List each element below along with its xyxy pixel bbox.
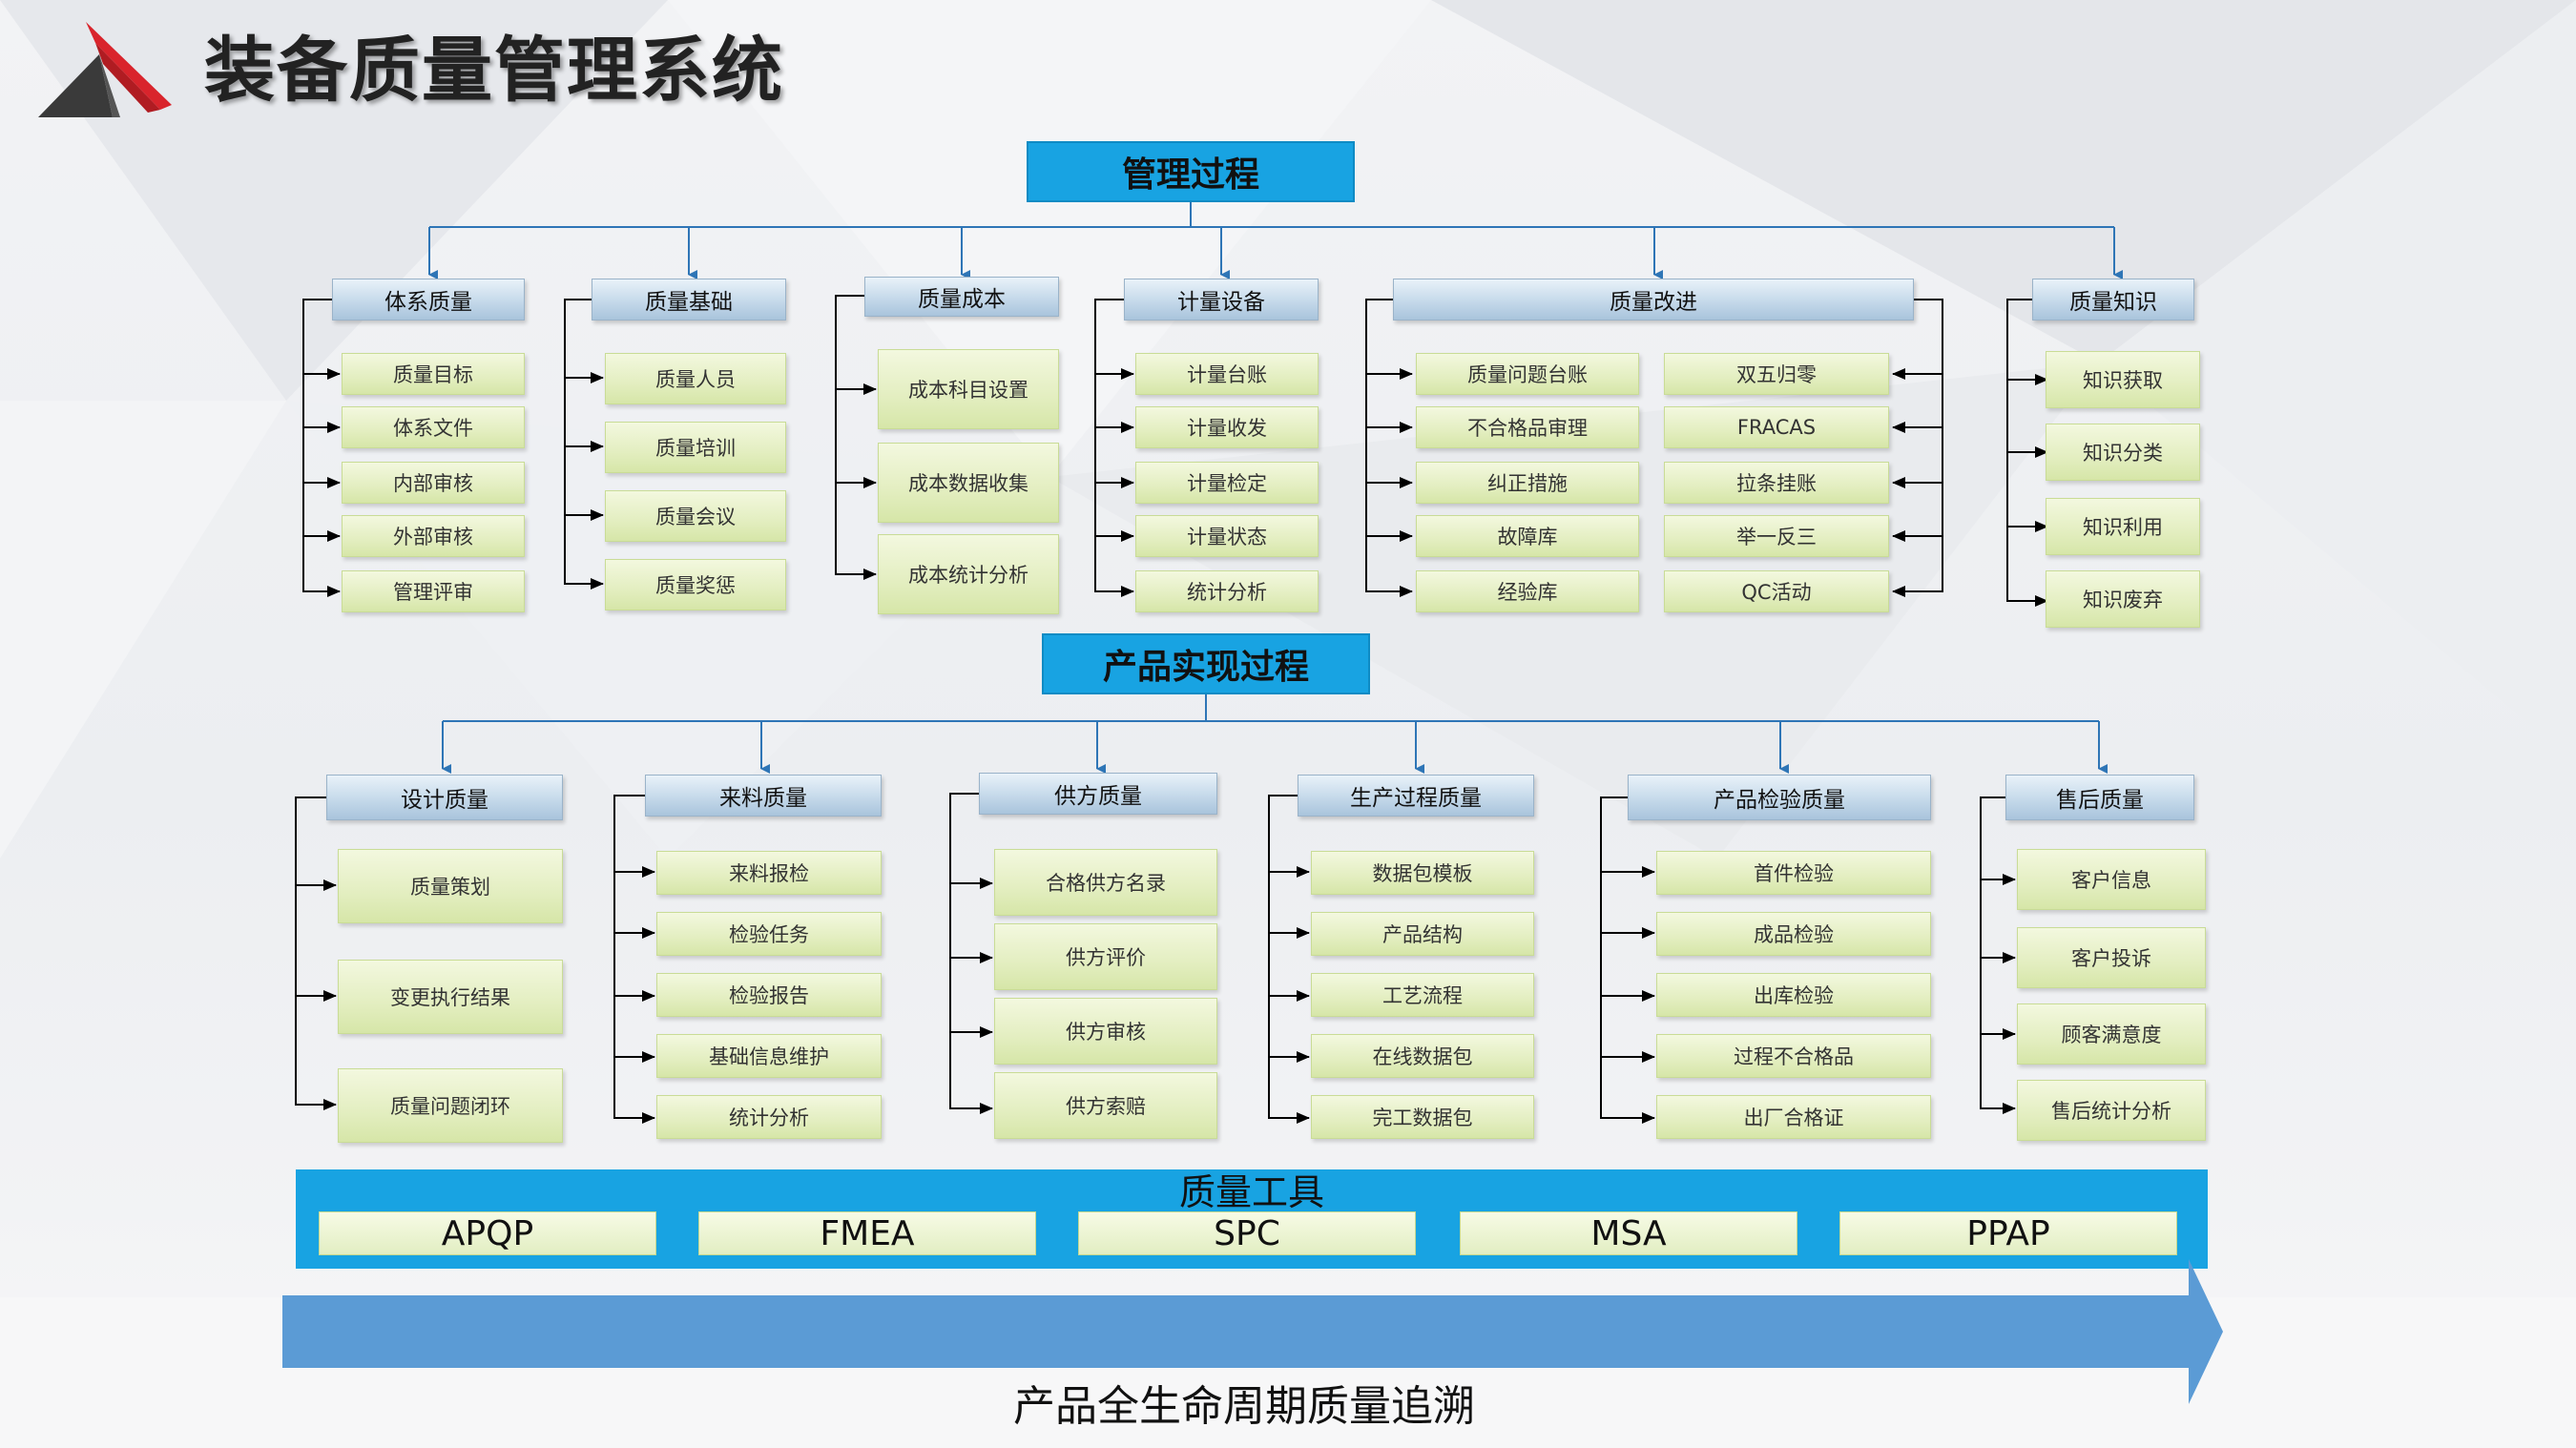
category-quality-knowledge[interactable]: 质量知识 [2032,279,2194,321]
category-production-quality[interactable]: 生产过程质量 [1298,775,1534,817]
category-design-quality[interactable]: 设计质量 [326,775,563,820]
item-internal-audit[interactable]: 内部审核 [342,462,525,504]
lifecycle-trace-arrow [282,1259,2223,1404]
item-supplier-evaluation[interactable]: 供方评价 [994,923,1217,990]
item-completion-data-package[interactable]: 完工数据包 [1311,1095,1534,1139]
item-metrology-statistics[interactable]: 统计分析 [1135,570,1319,612]
item-quality-meeting[interactable]: 质量会议 [605,490,786,542]
item-qualified-supplier-list[interactable]: 合格供方名录 [994,849,1217,916]
item-nonconforming-review[interactable]: 不合格品审理 [1416,406,1639,448]
item-after-sales-statistics[interactable]: 售后统计分析 [2017,1080,2206,1141]
item-knowledge-acquisition[interactable]: 知识获取 [2046,351,2200,408]
product-realization-header[interactable]: 产品实现过程 [1042,633,1370,694]
category-metrology-equipment[interactable]: 计量设备 [1124,279,1319,321]
lifecycle-trace-label: 产品全生命周期质量追溯 [1013,1382,1475,1431]
tool-msa[interactable]: MSA [1460,1211,1797,1255]
item-quality-issue-closure[interactable]: 质量问题闭环 [338,1068,563,1143]
category-supplier-quality[interactable]: 供方质量 [979,773,1217,815]
item-supplier-audit[interactable]: 供方审核 [994,998,1217,1065]
item-draw-inferences[interactable]: 举一反三 [1664,515,1889,557]
item-quality-training[interactable]: 质量培训 [605,422,786,473]
item-finished-product-inspection[interactable]: 成品检验 [1656,912,1931,956]
item-corrective-action[interactable]: 纠正措施 [1416,462,1639,504]
quality-tools-title: 质量工具 [1178,1171,1324,1213]
item-management-review[interactable]: 管理评审 [342,570,525,612]
item-fault-library[interactable]: 故障库 [1416,515,1639,557]
item-quality-issue-ledger[interactable]: 质量问题台账 [1416,353,1639,395]
item-inspection-report[interactable]: 检验报告 [656,973,882,1017]
item-double-five-zeroing[interactable]: 双五归零 [1664,353,1889,395]
category-product-inspection-quality[interactable]: 产品检验质量 [1628,775,1931,820]
item-factory-certificate[interactable]: 出厂合格证 [1656,1095,1931,1139]
item-metrology-ledger[interactable]: 计量台账 [1135,353,1319,395]
tool-spc[interactable]: SPC [1078,1211,1416,1255]
item-product-structure[interactable]: 产品结构 [1311,912,1534,956]
category-quality-cost[interactable]: 质量成本 [864,277,1059,317]
item-knowledge-utilization[interactable]: 知识利用 [2046,498,2200,555]
item-experience-library[interactable]: 经验库 [1416,570,1639,612]
item-process-flow[interactable]: 工艺流程 [1311,973,1534,1017]
item-knowledge-disposal[interactable]: 知识废弃 [2046,570,2200,628]
item-process-nonconforming[interactable]: 过程不合格品 [1656,1034,1931,1078]
item-first-article-inspection[interactable]: 首件检验 [1656,851,1931,895]
tool-fmea[interactable]: FMEA [698,1211,1036,1255]
item-customer-satisfaction[interactable]: 顾客满意度 [2017,1003,2206,1065]
item-quality-personnel[interactable]: 质量人员 [605,353,786,404]
item-incoming-statistics[interactable]: 统计分析 [656,1095,882,1139]
category-system-quality[interactable]: 体系质量 [332,279,525,321]
category-incoming-quality[interactable]: 来料质量 [645,775,882,817]
item-data-package-template[interactable]: 数据包模板 [1311,851,1534,895]
item-fracas[interactable]: FRACAS [1664,406,1889,448]
item-metrology-calibration[interactable]: 计量检定 [1135,462,1319,504]
item-metrology-status[interactable]: 计量状态 [1135,515,1319,557]
category-quality-improvement[interactable]: 质量改进 [1393,279,1914,321]
item-customer-info[interactable]: 客户信息 [2017,849,2206,910]
item-outbound-inspection[interactable]: 出库检验 [1656,973,1931,1017]
item-system-documents[interactable]: 体系文件 [342,406,525,448]
item-online-data-package[interactable]: 在线数据包 [1311,1034,1534,1078]
item-supplier-claim[interactable]: 供方索赔 [994,1072,1217,1139]
tool-apqp[interactable]: APQP [319,1211,656,1255]
category-quality-foundation[interactable]: 质量基础 [592,279,786,321]
item-knowledge-classification[interactable]: 知识分类 [2046,424,2200,481]
item-tracking-board[interactable]: 拉条挂账 [1664,462,1889,504]
item-inspection-task[interactable]: 检验任务 [656,912,882,956]
item-quality-objective[interactable]: 质量目标 [342,353,525,395]
category-after-sales-quality[interactable]: 售后质量 [2005,775,2194,820]
management-process-header[interactable]: 管理过程 [1027,141,1355,202]
item-customer-complaint[interactable]: 客户投诉 [2017,927,2206,988]
item-change-execution-result[interactable]: 变更执行结果 [338,960,563,1034]
item-external-audit[interactable]: 外部审核 [342,515,525,557]
item-quality-planning[interactable]: 质量策划 [338,849,563,923]
item-quality-rewards-penalties[interactable]: 质量奖惩 [605,559,786,610]
item-incoming-inspection-request[interactable]: 来料报检 [656,851,882,895]
item-cost-account-setup[interactable]: 成本科目设置 [878,349,1059,429]
item-cost-data-collection[interactable]: 成本数据收集 [878,443,1059,523]
brand-logo [38,22,172,117]
item-basic-info-maintenance[interactable]: 基础信息维护 [656,1034,882,1078]
page-title: 装备质量管理系统 [204,30,784,112]
tool-ppap[interactable]: PPAP [1839,1211,2177,1255]
item-qc-activity[interactable]: QC活动 [1664,570,1889,612]
item-metrology-dispatch[interactable]: 计量收发 [1135,406,1319,448]
item-cost-statistical-analysis[interactable]: 成本统计分析 [878,534,1059,614]
